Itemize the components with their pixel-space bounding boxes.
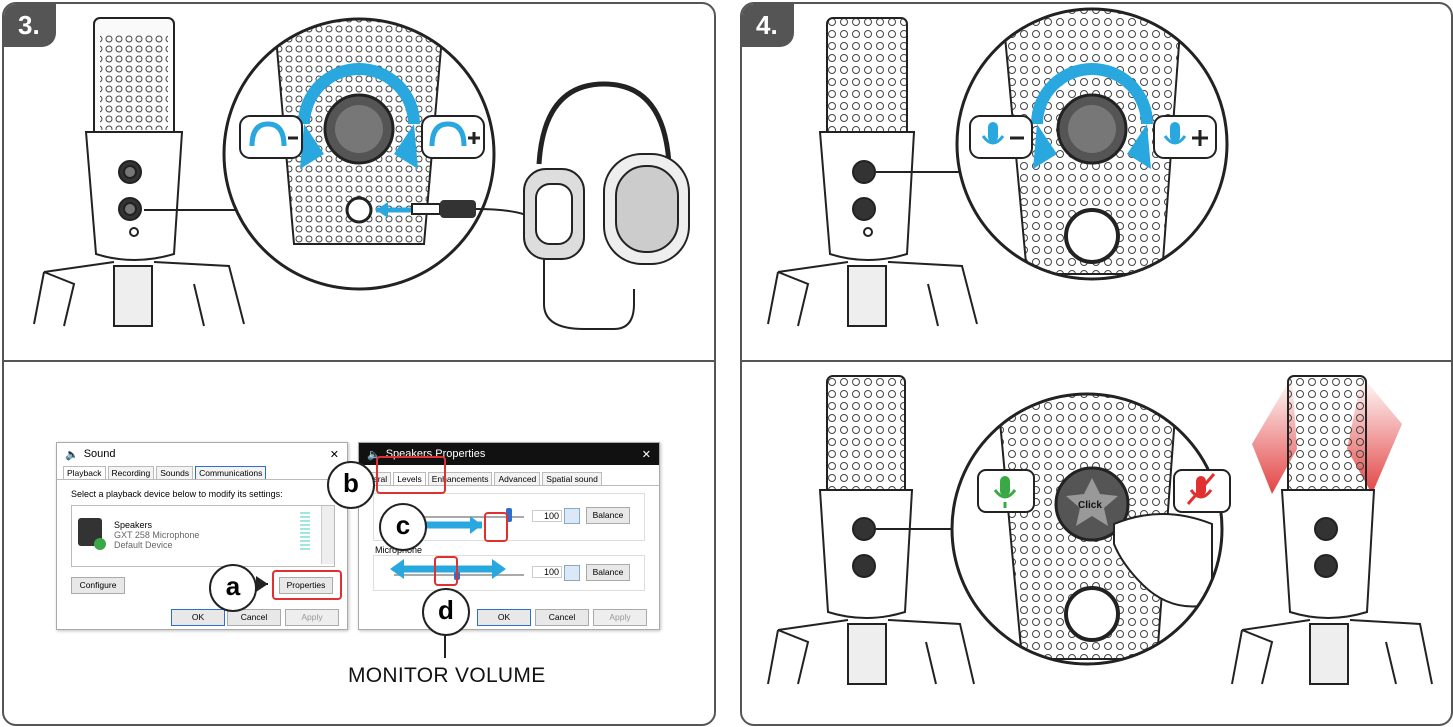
mic-minus-icon — [969, 115, 1033, 159]
device-model: GXT 258 Microphone — [114, 530, 200, 540]
default-check-icon — [94, 538, 106, 550]
step-4-illustration — [767, 7, 1433, 685]
speaker-level-row: 100 Balance — [373, 493, 645, 541]
microphone-balance-button[interactable]: Balance — [586, 564, 630, 581]
step-3-badge: 3. — [4, 4, 56, 47]
device-status: Default Device — [114, 540, 173, 550]
close-icon[interactable]: ✕ — [329, 448, 339, 461]
callout-d: d — [422, 588, 470, 636]
step-3-panel: 3. — [2, 2, 716, 726]
speaker-mute-icon[interactable] — [564, 508, 580, 524]
microphone-drawing — [33, 17, 245, 327]
headphones-drawing — [523, 81, 690, 265]
tab-advanced[interactable]: Advanced — [494, 472, 541, 485]
device-name: Speakers — [114, 520, 153, 530]
panel-3-divider — [4, 360, 714, 362]
speaker-icon: 🔈 — [65, 448, 79, 461]
sound-tabs: Playback Recording Sounds Communications — [57, 465, 347, 480]
sound-dialog-title: Sound — [83, 448, 116, 460]
apply-button[interactable]: Apply — [285, 609, 339, 626]
panel-4-divider — [742, 360, 1451, 362]
properties-highlight — [272, 570, 342, 600]
tab-playback[interactable]: Playback — [63, 466, 106, 479]
speakers-tabs: eral Levels Enhancements Advanced Spatia… — [359, 471, 659, 486]
microphone-slider-highlight — [434, 556, 458, 586]
scrollbar[interactable] — [321, 506, 334, 564]
speaker-slider-highlight — [484, 512, 508, 542]
microphone-mute-icon[interactable] — [564, 565, 580, 581]
mic-plus-icon — [1153, 115, 1217, 159]
speakers-properties-dialog: 🔈 Speakers Properties ✕ eral Levels Enha… — [358, 442, 660, 630]
microphone-level-row: 100 Balance — [373, 555, 645, 591]
ok-button[interactable]: OK — [171, 609, 225, 626]
step-4-panel: 4. — [740, 2, 1453, 726]
speaker-slider-track[interactable] — [394, 516, 524, 518]
levels-tab-highlight — [376, 456, 446, 494]
mic-on-green-icon — [977, 469, 1035, 513]
speaker-slider-thumb[interactable] — [506, 508, 512, 522]
tab-spatial-sound[interactable]: Spatial sound — [542, 472, 602, 485]
callout-c: c — [379, 503, 427, 551]
close-icon[interactable]: ✕ — [641, 448, 651, 461]
cancel-button[interactable]: Cancel — [227, 609, 281, 626]
monitor-volume-label: MONITOR VOLUME — [348, 664, 546, 687]
ok-button[interactable]: OK — [477, 609, 531, 626]
device-list[interactable]: Speakers GXT 258 Microphone Default Devi… — [71, 505, 335, 567]
instruction-text: Select a playback device below to modify… — [71, 489, 283, 499]
mic-muted-red-icon — [1173, 469, 1231, 513]
configure-button[interactable]: Configure — [71, 577, 125, 594]
tab-sounds[interactable]: Sounds — [156, 466, 194, 479]
properties-button[interactable]: Properties — [279, 577, 333, 594]
speaker-balance-button[interactable]: Balance — [586, 507, 630, 524]
tab-levels[interactable]: Levels — [393, 472, 426, 485]
tab-communications[interactable]: Communications — [195, 466, 267, 479]
callout-a: a — [209, 564, 257, 612]
callout-b: b — [327, 461, 375, 509]
level-meter — [300, 512, 310, 552]
click-label: Click — [1078, 500, 1102, 511]
sound-dialog: 🔈 Sound ✕ Playback Recording Sounds Comm… — [56, 442, 348, 630]
speaker-value[interactable]: 100 — [532, 510, 562, 522]
tab-recording[interactable]: Recording — [107, 466, 155, 479]
apply-button[interactable]: Apply — [593, 609, 647, 626]
headphone-minus-icon — [239, 115, 303, 159]
cancel-button[interactable]: Cancel — [535, 609, 589, 626]
step-3-illustration — [33, 17, 690, 330]
step-4-badge: 4. — [742, 4, 794, 47]
headphone-plus-icon — [421, 115, 485, 159]
microphone-value[interactable]: 100 — [532, 566, 562, 578]
tab-enhancements[interactable]: Enhancements — [427, 472, 493, 485]
